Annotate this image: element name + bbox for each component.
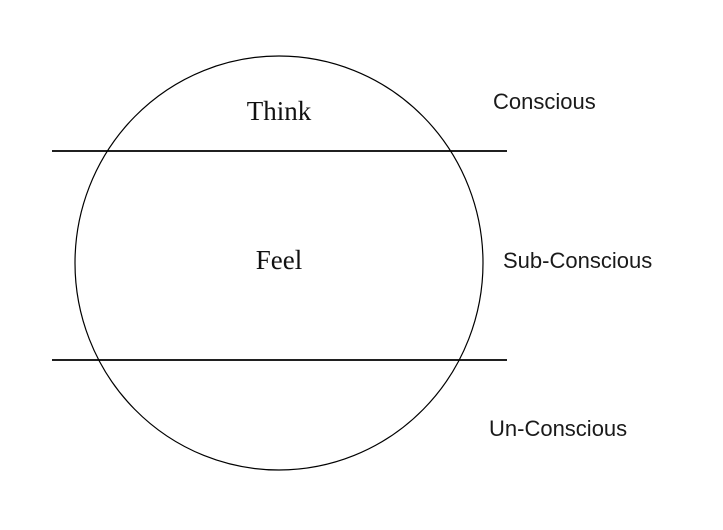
- feel-label: Feel: [256, 245, 303, 275]
- subconscious-level-label: Sub-Conscious: [503, 248, 652, 273]
- think-label: Think: [247, 96, 312, 126]
- unconscious-level-label: Un-Conscious: [489, 416, 627, 441]
- conscious-level-label: Conscious: [493, 89, 596, 114]
- mind-circle: [74, 55, 484, 471]
